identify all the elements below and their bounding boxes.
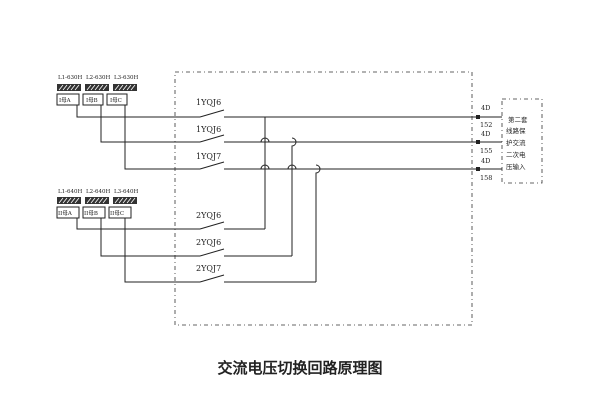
contact-1yqj7: [199, 161, 316, 170]
bus1-phase-box-b: [82, 93, 104, 106]
contact-2yqj6-b: [199, 248, 292, 257]
bus2-label-b: L2-640H: [86, 189, 111, 195]
bus1-fuse-c: [113, 84, 137, 91]
output-box-line-5: 压输入: [506, 162, 526, 171]
bus1-label-b: L2-630H: [86, 75, 111, 81]
contact-label-1yqj6-b: 1YQJ6: [196, 125, 221, 134]
bus1-wire-a: [76, 105, 200, 118]
output-box-line-1: 第二套: [508, 115, 528, 124]
bus2-wire-a: [76, 218, 200, 230]
contact-label-1yqj6-a: 1YQJ6: [196, 98, 221, 107]
bus2-phase-b: II母B: [84, 210, 98, 217]
terminal-3-block: 4D: [481, 157, 490, 165]
bus1-wire-c: [124, 105, 200, 170]
bus1-phase-a: I母A: [59, 97, 72, 104]
contact-2yqj7: [199, 274, 316, 283]
bus2-phase-box-c: [108, 206, 132, 219]
terminal-152: 4D 152: [476, 104, 502, 129]
contact-label-1yqj7: 1YQJ7: [196, 152, 221, 161]
bus1-fuse-a: [57, 84, 81, 91]
output-box-line-2: 线路保: [506, 126, 526, 135]
terminal-2-block: 4D: [481, 130, 490, 138]
bus1-phase-b: I母B: [86, 97, 98, 104]
bus1-wire-b: [100, 105, 200, 143]
terminal-3-num: 158: [480, 174, 492, 182]
hop-a-b: [260, 137, 270, 143]
bus2-label-a: L1-640H: [58, 189, 83, 195]
diagram-title: 交流电压切换回路原理图: [217, 359, 382, 377]
output-box-line-4: 二次电: [506, 150, 526, 159]
terminal-1-num: 152: [480, 121, 492, 129]
bus2-phase-a: II母A: [58, 210, 73, 217]
bus2-wire-c: [124, 218, 200, 283]
output-box-line-3: 护交流: [506, 138, 526, 147]
bus1-label-c: L3-630H: [114, 75, 139, 81]
contact-2yqj6-a: [199, 221, 265, 230]
terminal-158: 4D 158: [476, 157, 502, 182]
contact-label-2yqj7: 2YQJ7: [196, 264, 221, 273]
bus2-phase-box-a: [56, 206, 80, 219]
bus2-phase-c: II母C: [110, 210, 124, 217]
terminal-2-num: 155: [480, 147, 492, 155]
bus1-phase-box-c: [106, 93, 128, 106]
merge-wire-c: [315, 164, 321, 282]
hop-b-c: [287, 164, 297, 170]
bus2-fuse-b: [85, 197, 109, 204]
bus2-phase-box-b: [82, 206, 106, 219]
bus2-fuse-a: [57, 197, 81, 204]
panel-boundary: [174, 71, 473, 326]
bus1-phase-box-a: [56, 93, 80, 106]
bus1-label-a: L1-630H: [58, 75, 83, 81]
bus1-phase-c: I母C: [110, 97, 122, 104]
output-box: [501, 98, 543, 184]
hop-a-c: [260, 164, 270, 170]
contact-label-2yqj6-a: 2YQJ6: [196, 211, 221, 220]
contact-label-2yqj6-b: 2YQJ6: [196, 238, 221, 247]
bus1-fuse-b: [85, 84, 109, 91]
terminal-1-block: 4D: [481, 104, 490, 112]
bus2-label-c: L3-640H: [114, 189, 139, 195]
bus2-fuse-c: [113, 197, 137, 204]
merge-wire-b: [291, 137, 297, 256]
contact-1yqj6-a: [199, 109, 265, 118]
terminal-155: 4D 155: [476, 130, 502, 155]
contact-1yqj6-b: [199, 134, 292, 143]
bus2-wire-b: [100, 218, 200, 257]
